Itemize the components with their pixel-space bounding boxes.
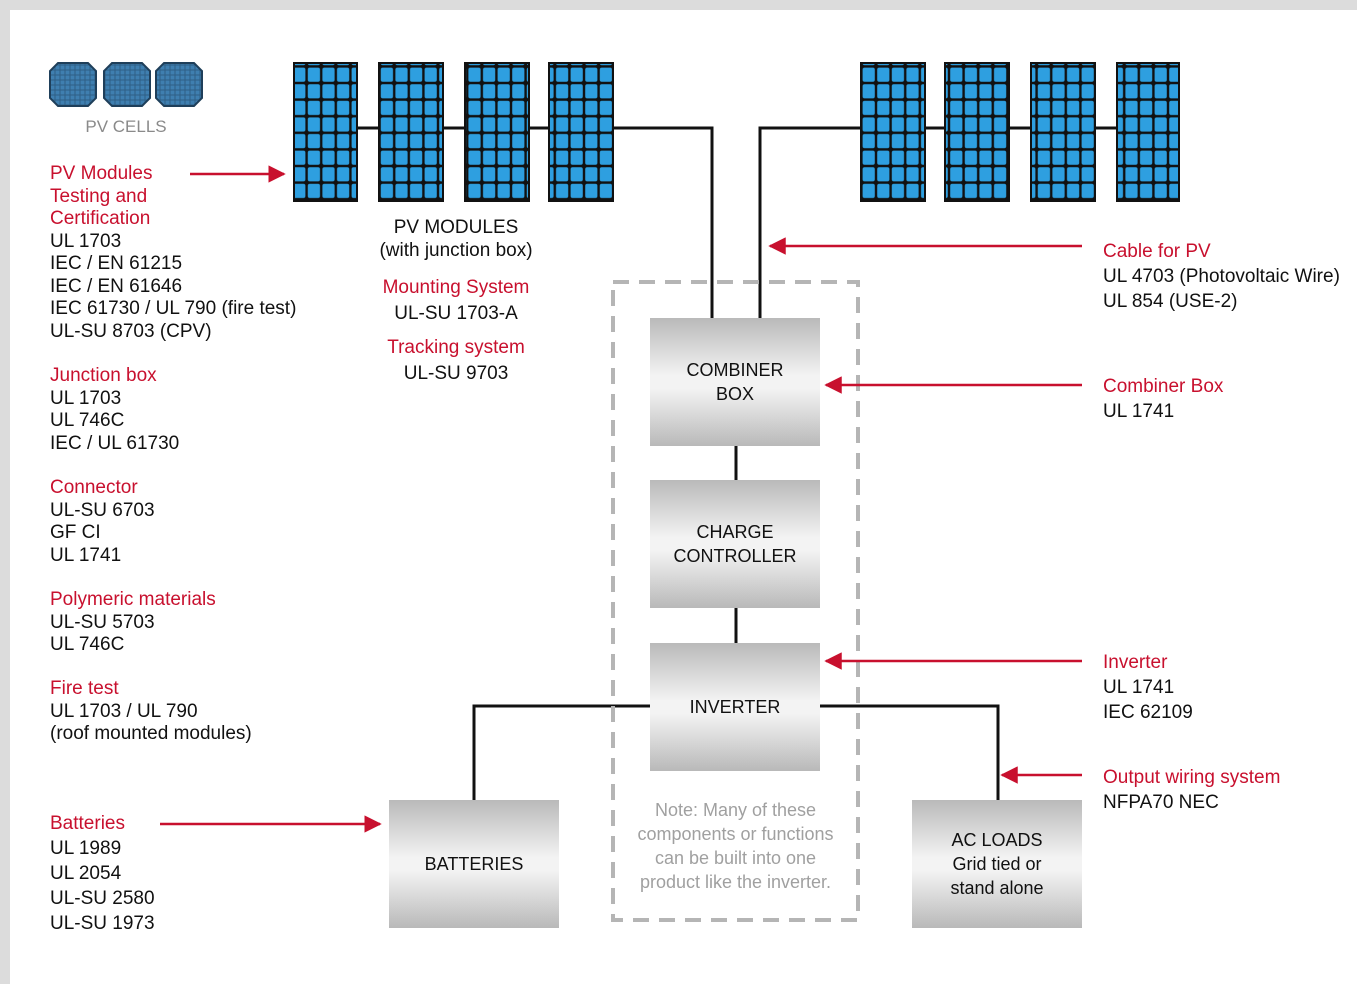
pv-modules-standards: PV Modules Testing and Certification UL … xyxy=(50,163,296,343)
pv-modules-left xyxy=(293,62,614,202)
pv-cells-label: PV CELLS xyxy=(85,117,167,136)
note-line: product like the inverter. xyxy=(639,872,832,892)
standard-item: UL 1741 xyxy=(50,544,122,566)
standard-item: UL-SU 8703 (CPV) xyxy=(50,320,212,342)
inverter-title: Inverter xyxy=(1103,652,1168,673)
mounting-system: Mounting System UL-SU 1703-A xyxy=(356,277,556,325)
standard-item: IEC / UL 61730 xyxy=(50,432,180,454)
output-wiring-title: Output wiring system xyxy=(1103,767,1281,788)
standard-item: UL-SU 6703 xyxy=(50,499,155,521)
standard-item: IEC / EN 61646 xyxy=(50,275,183,297)
standard-item: GF CI xyxy=(50,522,101,543)
polymeric-title: Polymeric materials xyxy=(50,589,216,610)
pv-modules-title: PV Modules xyxy=(50,163,153,184)
connector-title: Connector xyxy=(50,477,138,498)
standard-item: NFPA70 NEC xyxy=(1103,792,1219,813)
note-line: can be built into one xyxy=(654,848,817,868)
standard-item: UL 854 (USE-2) xyxy=(1103,291,1238,312)
standard-item: IEC 62109 xyxy=(1103,702,1193,723)
combiner-box-label: COMBINER BOX xyxy=(686,360,784,404)
standard-item: UL 1741 xyxy=(1103,677,1175,698)
pv-modules-sublabel: (with junction box) xyxy=(379,239,533,261)
pv-modules-right xyxy=(860,62,1180,202)
ac-loads-label: AC LOADS Grid tied or stand alone xyxy=(950,830,1044,898)
standard-item: UL 2054 xyxy=(50,863,122,884)
note-line: components or functions xyxy=(637,824,834,844)
pv-modules-title: Testing and xyxy=(50,185,148,207)
standard-item: UL-SU 2580 xyxy=(50,888,155,909)
mounting-system-title: Mounting System xyxy=(382,277,530,298)
junction-box-standards: Junction box UL 1703 UL 746C IEC / UL 61… xyxy=(50,365,179,455)
standard-item: IEC 61730 / UL 790 (fire test) xyxy=(50,298,297,319)
cable-standards: Cable for PV UL 4703 (Photovoltaic Wire)… xyxy=(1103,239,1340,314)
standard-item: UL 1703 / UL 790 xyxy=(50,700,198,722)
fire-test-title: Fire test xyxy=(50,678,119,699)
standard-item: UL 1989 xyxy=(50,838,122,859)
inverter-label: INVERTER xyxy=(689,697,781,717)
output-wiring-standards: Output wiring system NFPA70 NEC xyxy=(1103,765,1280,815)
note: Note: Many of these components or functi… xyxy=(622,798,849,894)
pv-cells-icon xyxy=(49,62,203,107)
charge-controller-box: CHARGE CONTROLLER xyxy=(650,480,820,608)
tracking-system-value: UL-SU 9703 xyxy=(403,362,509,384)
connector-standards: Connector UL-SU 6703 GF CI UL 1741 xyxy=(50,477,155,567)
standard-item: UL 746C xyxy=(50,410,125,431)
standard-item: (roof mounted modules) xyxy=(50,723,252,744)
ac-loads-box: AC LOADS Grid tied or stand alone xyxy=(912,800,1082,928)
standard-item: UL 4703 (Photovoltaic Wire) xyxy=(1103,266,1340,287)
mounting-system-value: UL-SU 1703-A xyxy=(394,302,518,324)
cable-title: Cable for PV xyxy=(1103,241,1211,262)
pv-modules-label: PV MODULES xyxy=(393,217,519,238)
polymeric-standards: Polymeric materials UL-SU 5703 UL 746C xyxy=(50,589,216,657)
combiner-box: COMBINER BOX xyxy=(650,318,820,446)
standard-item: UL 1703 xyxy=(50,230,122,252)
tracking-system-title: Tracking system xyxy=(387,337,525,358)
inverter-box: INVERTER xyxy=(650,643,820,771)
batteries-standards: Batteries UL 1989 UL 2054 UL-SU 2580 UL-… xyxy=(50,811,155,936)
fire-test-standards: Fire test UL 1703 / UL 790 (roof mounted… xyxy=(50,678,252,746)
standard-item: UL 1741 xyxy=(1103,401,1175,422)
wires xyxy=(358,126,1116,800)
batteries-title: Batteries xyxy=(50,813,125,834)
junction-box-title: Junction box xyxy=(50,365,157,386)
combiner-standards: Combiner Box UL 1741 xyxy=(1103,374,1223,424)
combiner-title: Combiner Box xyxy=(1103,376,1224,397)
standard-item: IEC / EN 61215 xyxy=(50,253,183,274)
tracking-system: Tracking system UL-SU 9703 xyxy=(356,337,556,385)
standard-item: UL-SU 1973 xyxy=(50,913,155,934)
standard-item: UL-SU 5703 xyxy=(50,611,155,633)
arrows xyxy=(160,165,1082,833)
standard-item: UL 1703 xyxy=(50,387,122,409)
charge-controller-label: CHARGE CONTROLLER xyxy=(673,522,797,566)
pv-modules-title: Certification xyxy=(50,208,151,229)
pv-modules-caption: PV MODULES (with junction box) xyxy=(356,217,556,262)
batteries-box: BATTERIES xyxy=(389,800,559,928)
standard-item: UL 746C xyxy=(50,634,125,655)
note-line: Note: Many of these xyxy=(654,800,817,820)
batteries-label: BATTERIES xyxy=(424,854,524,874)
inverter-standards: Inverter UL 1741 IEC 62109 xyxy=(1103,650,1193,725)
